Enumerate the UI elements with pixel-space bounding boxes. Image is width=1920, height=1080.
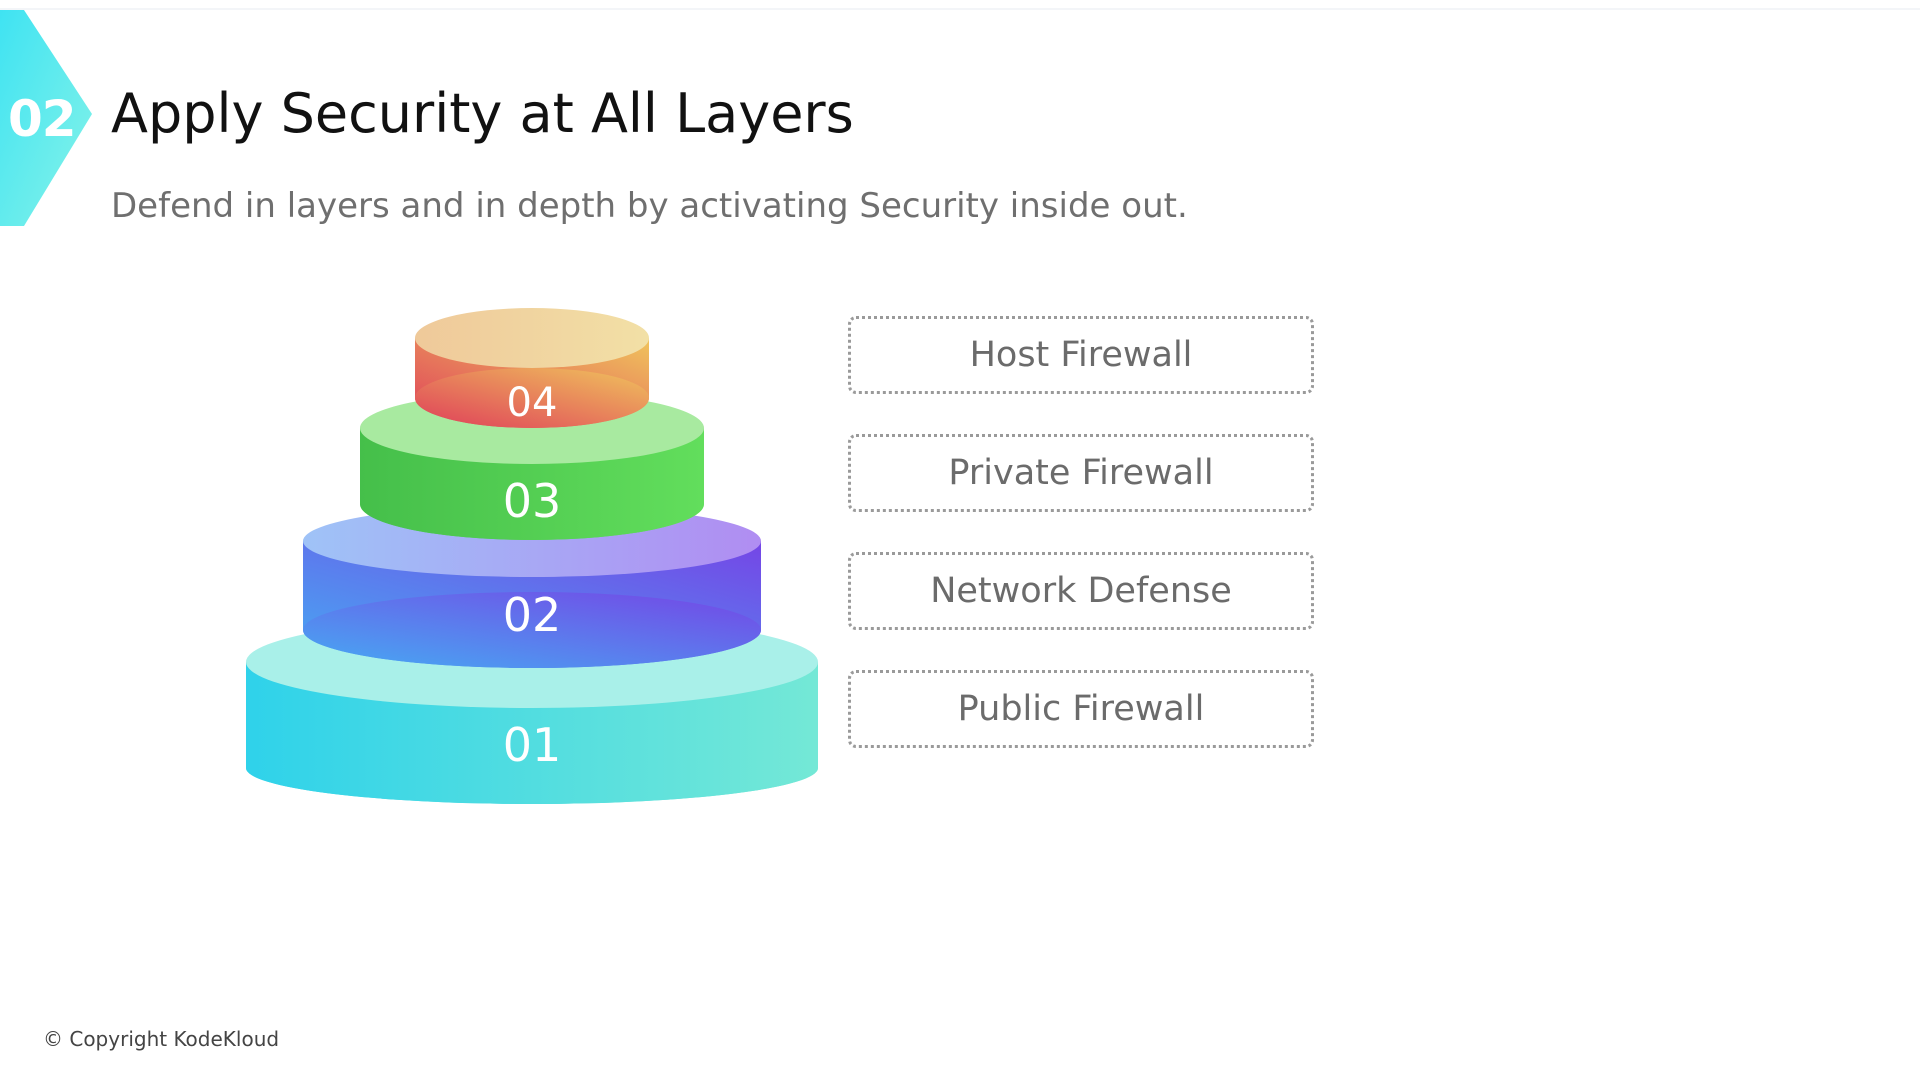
tier-01 bbox=[246, 616, 818, 804]
slide-number: 02 bbox=[8, 90, 77, 148]
tier-label-04: 04 bbox=[506, 380, 558, 426]
page-title: Apply Security at All Layers bbox=[111, 82, 854, 145]
layer-label: Private Firewall bbox=[948, 453, 1214, 493]
slide-number-badge: 02 bbox=[0, 0, 110, 240]
tier-label-01: 01 bbox=[502, 718, 562, 772]
layer-label: Public Firewall bbox=[957, 689, 1205, 729]
tier-02 bbox=[303, 505, 761, 668]
copyright-notice: © Copyright KodeKloud bbox=[43, 1027, 280, 1051]
tier-label-02: 02 bbox=[502, 588, 562, 642]
badge-shape bbox=[0, 10, 92, 226]
layer-label: Network Defense bbox=[930, 571, 1232, 611]
tier-label-03: 03 bbox=[502, 474, 562, 528]
layer-box-private-firewall: Private Firewall bbox=[848, 434, 1314, 512]
layer-box-network-defense: Network Defense bbox=[848, 552, 1314, 630]
layer-box-host-firewall: Host Firewall bbox=[848, 316, 1314, 394]
page-subtitle: Defend in layers and in depth by activat… bbox=[111, 186, 1188, 226]
top-divider bbox=[0, 8, 1920, 10]
layer-box-public-firewall: Public Firewall bbox=[848, 670, 1314, 748]
layer-label: Host Firewall bbox=[969, 335, 1193, 375]
